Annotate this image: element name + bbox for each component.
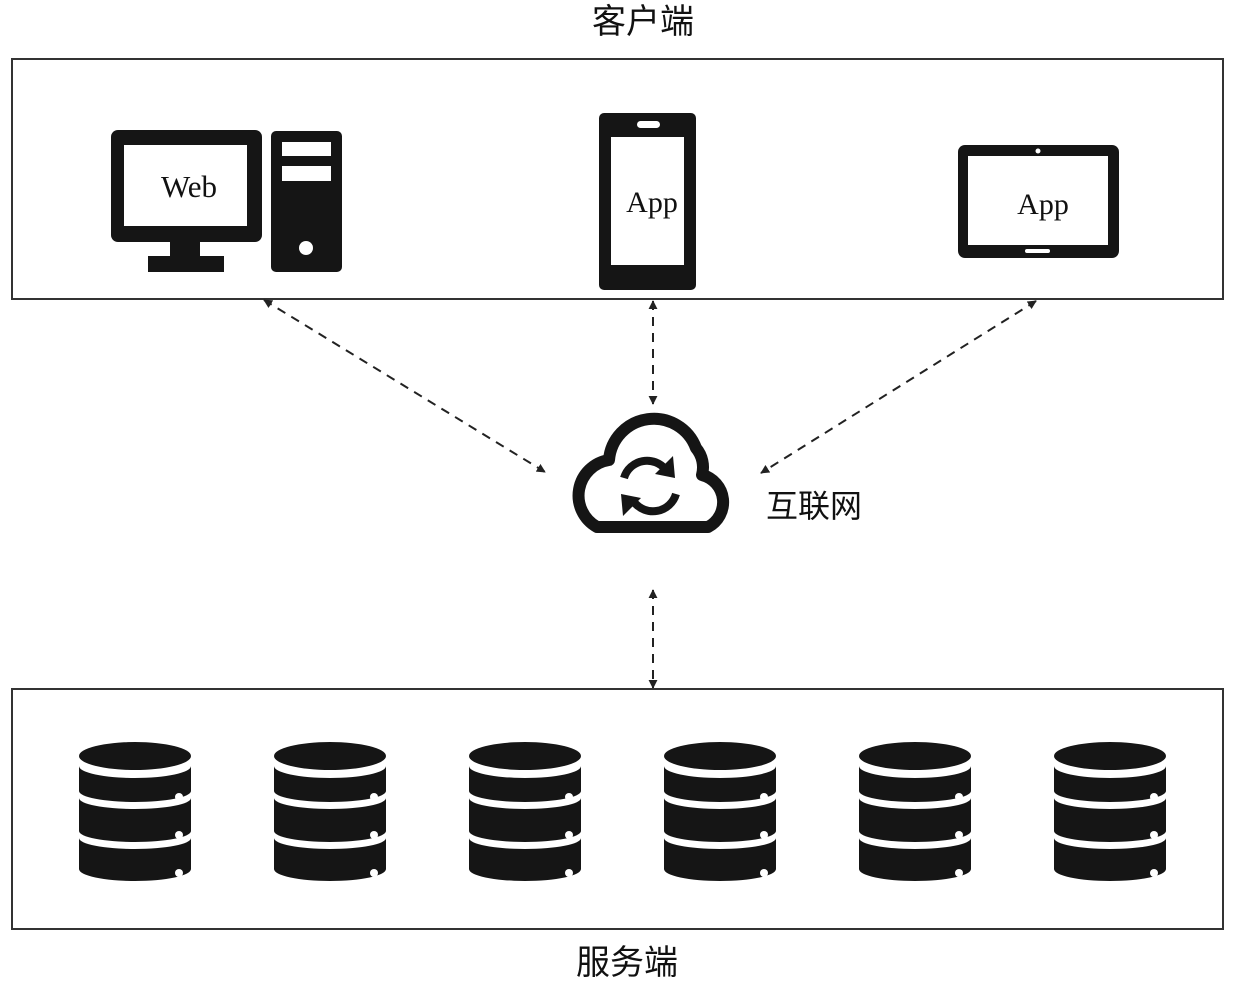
tablet-icon: [958, 145, 1119, 258]
cloud-sync-icon: [572, 412, 730, 533]
database-icon: [859, 742, 971, 881]
tablet-internet-connector: [760, 300, 1037, 474]
client-title: 客户端: [592, 2, 694, 42]
desktop-computer-icon: [111, 130, 342, 272]
database-icon: [1054, 742, 1166, 881]
internet-label: 互联网: [766, 487, 862, 525]
desktop-screen-label: Web: [161, 169, 217, 204]
desktop-internet-connector: [263, 299, 546, 473]
database-icon: [79, 742, 191, 881]
database-icon: [664, 742, 776, 881]
database-icon: [274, 742, 386, 881]
database-icons: [79, 742, 1166, 881]
database-icon: [469, 742, 581, 881]
server-box: [11, 688, 1224, 930]
phone-screen-label: App: [626, 186, 678, 219]
tablet-screen-label: App: [1017, 188, 1069, 221]
server-title: 服务端: [576, 943, 678, 983]
client-box: [11, 58, 1224, 300]
mobile-phone-icon: [599, 113, 696, 290]
